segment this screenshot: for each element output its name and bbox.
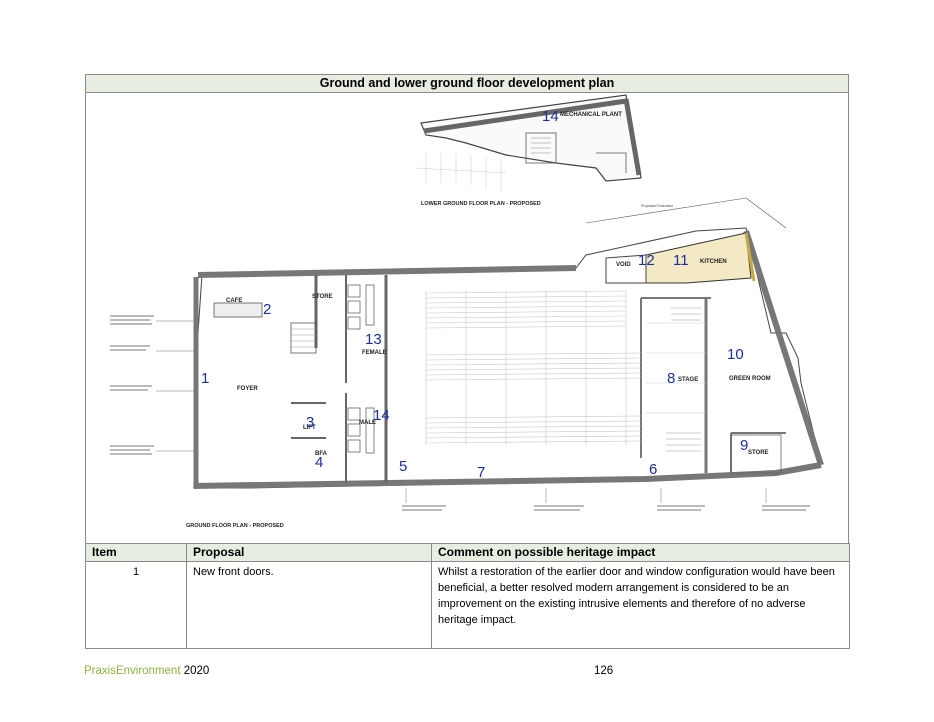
room-label-cafe: CAFE: [226, 298, 242, 304]
table-row: 1 New front doors. Whilst a restoration …: [85, 561, 850, 649]
item-number-5: 5: [399, 458, 407, 475]
item-number-14-mechanical: 14: [542, 108, 559, 125]
extension-dimension: [585, 197, 787, 229]
room-label-female: FEMALE: [362, 350, 387, 356]
lower-ground-caption: LOWER GROUND FLOOR PLAN - PROPOSED: [421, 201, 541, 207]
item-number-13: 13: [365, 331, 382, 348]
room-label-stage: STAGE: [678, 377, 698, 383]
item-number-14-male: 14: [373, 407, 390, 424]
room-label-mechanical-plant: MECHANICAL PLANT: [560, 112, 622, 118]
item-number-4: 4: [315, 454, 323, 471]
stage-floor: [646, 322, 706, 414]
item-number-7: 7: [477, 464, 485, 481]
room-label-void: VOID: [616, 262, 631, 268]
room-label-kitchen: KITCHEN: [700, 259, 727, 265]
proposed-extension-label: Proposed Extension: [641, 204, 673, 208]
item-number-3: 3: [306, 414, 314, 431]
section-title: Ground and lower ground floor developmen…: [85, 74, 849, 93]
item-number-1: 1: [201, 370, 209, 387]
item-number-6: 6: [649, 461, 657, 478]
table-header-row: Item Proposal Comment on possible herita…: [85, 543, 850, 562]
room-label-store-top: STORE: [312, 294, 333, 300]
item-number-10: 10: [727, 346, 744, 363]
annotation-note-blocks: [110, 315, 810, 511]
item-number-2: 2: [263, 301, 271, 318]
footer-credit: PraxisEnvironment 2020: [84, 665, 209, 677]
column-header-proposal: Proposal: [186, 543, 432, 562]
room-label-bfa: BFA: [315, 451, 328, 457]
room-label-foyer: FOYER: [237, 386, 258, 392]
item-number-11: 11: [673, 252, 689, 269]
floor-plan-frame: 14 MECHANICAL PLANT LOWER GROUND FLOOR P…: [85, 93, 849, 544]
footer-brand: PraxisEnvironment: [84, 665, 181, 677]
leader-lines: [156, 320, 767, 503]
cell-proposal: New front doors.: [186, 561, 432, 649]
room-label-store-right: STORE: [748, 450, 769, 456]
room-label-green-room: GREEN ROOM: [729, 376, 771, 382]
ground-floor-plan: [193, 227, 824, 489]
lower-ground-plan: [415, 94, 642, 191]
item-number-9: 9: [740, 437, 748, 454]
auditorium-seating: [425, 290, 642, 445]
item-number-12: 12: [638, 252, 655, 269]
cell-item: 1: [85, 561, 187, 649]
room-label-lift: LIFT: [303, 425, 316, 431]
column-header-item: Item: [85, 543, 187, 562]
room-label-male: MALE: [359, 420, 376, 426]
page-number: 126: [594, 665, 614, 677]
cell-comment: Whilst a restoration of the earlier door…: [431, 561, 850, 649]
heritage-impact-table: Item Proposal Comment on possible herita…: [85, 543, 850, 649]
ground-floor-caption: GROUND FLOOR PLAN - PROPOSED: [186, 523, 284, 529]
floor-plan-drawing: 14 MECHANICAL PLANT LOWER GROUND FLOOR P…: [110, 94, 824, 529]
item-number-8: 8: [667, 370, 675, 387]
footer-year: 2020: [183, 665, 210, 677]
column-header-comment: Comment on possible heritage impact: [431, 543, 850, 562]
